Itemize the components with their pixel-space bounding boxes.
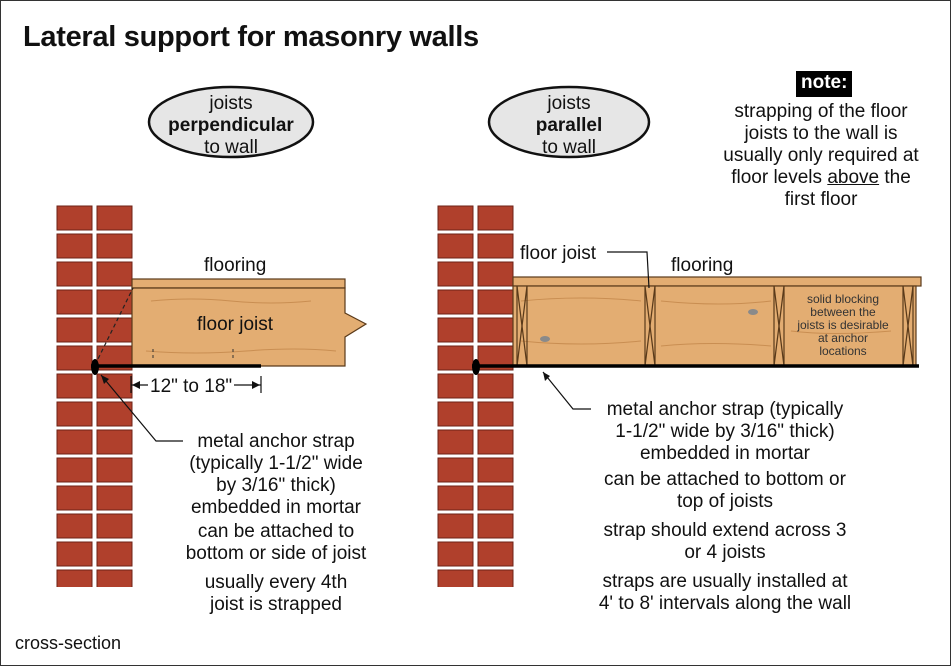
note-line-5: first floor [784,189,858,210]
note-label: note: [796,71,853,97]
strap-left-line-2: (typically 1-1/2" wide [189,453,363,474]
blocking-line-1: solid blocking [806,292,880,306]
leader-floor-joist [607,251,650,289]
leader-strap-left [100,374,183,442]
pill-line-2: perpendicular [168,115,294,136]
note-line-4-pre: floor levels [731,167,828,188]
joist-bay-right [512,285,917,367]
blocking-line-5: locations [819,344,867,358]
note-emphasis: above [827,167,880,188]
label-floor-joist-right: floor joist [520,243,597,264]
pill-parallel [487,85,651,159]
strap-note-right: metal anchor strap (typically 1-1/2" wid… [585,399,865,465]
pill-line-1: joists [547,93,591,114]
extend-right-line-2: or 4 joists [684,542,766,563]
strap-right-line-2: 1-1/2" wide by 3/16" thick) [615,421,835,442]
footer-label: cross-section [15,633,122,653]
blocking-line-2: between the [810,305,876,319]
strap-left-line-3: by 3/16" thick) [216,475,336,496]
strap-note-left: metal anchor strap (typically 1-1/2" wid… [166,431,386,519]
every-left-line-2: joist is strapped [209,594,342,615]
attach-right-line-1: can be attached to bottom or [604,469,846,490]
strap-alt-dashed [94,287,134,366]
wood-grain-left [145,298,337,354]
pill-line-3: to wall [204,137,258,158]
brick-wall-left [56,204,133,587]
strap-left-line-4: embedded in mortar [190,497,362,518]
every-note-left: usually every 4th joist is strapped [166,572,386,616]
note-line-2: joists to the wall is [744,123,898,144]
joist-section-marks [516,285,914,367]
wood-grain-right [520,297,892,347]
label-flooring-right: flooring [671,255,734,276]
interval-right-line-2: 4' to 8' intervals along the wall [598,593,852,614]
attach-left-line-2: bottom or side of joist [185,543,367,564]
strap-right-line-3: embedded in mortar [639,443,811,464]
interval-right-line-1: straps are usually installed at [602,571,848,592]
pill-line-3: to wall [542,137,596,158]
pill-line-2: parallel [535,115,603,136]
blocking-line-3: joists is desirable [797,318,889,332]
extend-note-right: strap should extend across 3 or 4 joists [585,520,865,564]
label-flooring-left: flooring [204,255,267,276]
blocking-line-4: at anchor [817,331,869,345]
blocking-note: solid blocking between the joists is des… [786,293,900,358]
pill-perpendicular [147,85,315,159]
note-line-4: floor levels above the [701,167,941,189]
extend-right-line-1: strap should extend across 3 [603,520,847,541]
attach-note-right: can be attached to bottom or top of jois… [585,469,865,513]
note-line-4-post: the [879,167,911,188]
brick-wall-right [437,204,514,587]
diagram-title: Lateral support for masonry walls [23,21,479,53]
note-text: strapping of the floor joists to the wal… [701,101,941,211]
flooring-board-right [512,276,922,287]
attach-note-left: can be attached to bottom or side of joi… [166,521,386,565]
every-left-line-1: usually every 4th [204,572,348,593]
pill-perpendicular-text: joists perpendicular to wall [151,93,311,159]
strap-left-line-1: metal anchor strap [197,431,355,452]
strap-right-line-1: metal anchor strap (typically [606,399,844,420]
attach-right-line-2: top of joists [676,491,774,512]
note-line-3: usually only required at [723,145,919,166]
attach-left-line-1: can be attached to [197,521,355,542]
note-line-1: strapping of the floor [734,101,908,122]
interval-note-right: straps are usually installed at 4' to 8'… [585,571,865,615]
flooring-board-left [131,278,346,289]
label-floor-joist-left: floor joist [197,314,274,335]
pill-parallel-text: joists parallel to wall [491,93,647,159]
leader-strap-right [542,371,591,410]
pill-line-1: joists [209,93,253,114]
dimension-label: 12" to 18" [148,376,235,398]
